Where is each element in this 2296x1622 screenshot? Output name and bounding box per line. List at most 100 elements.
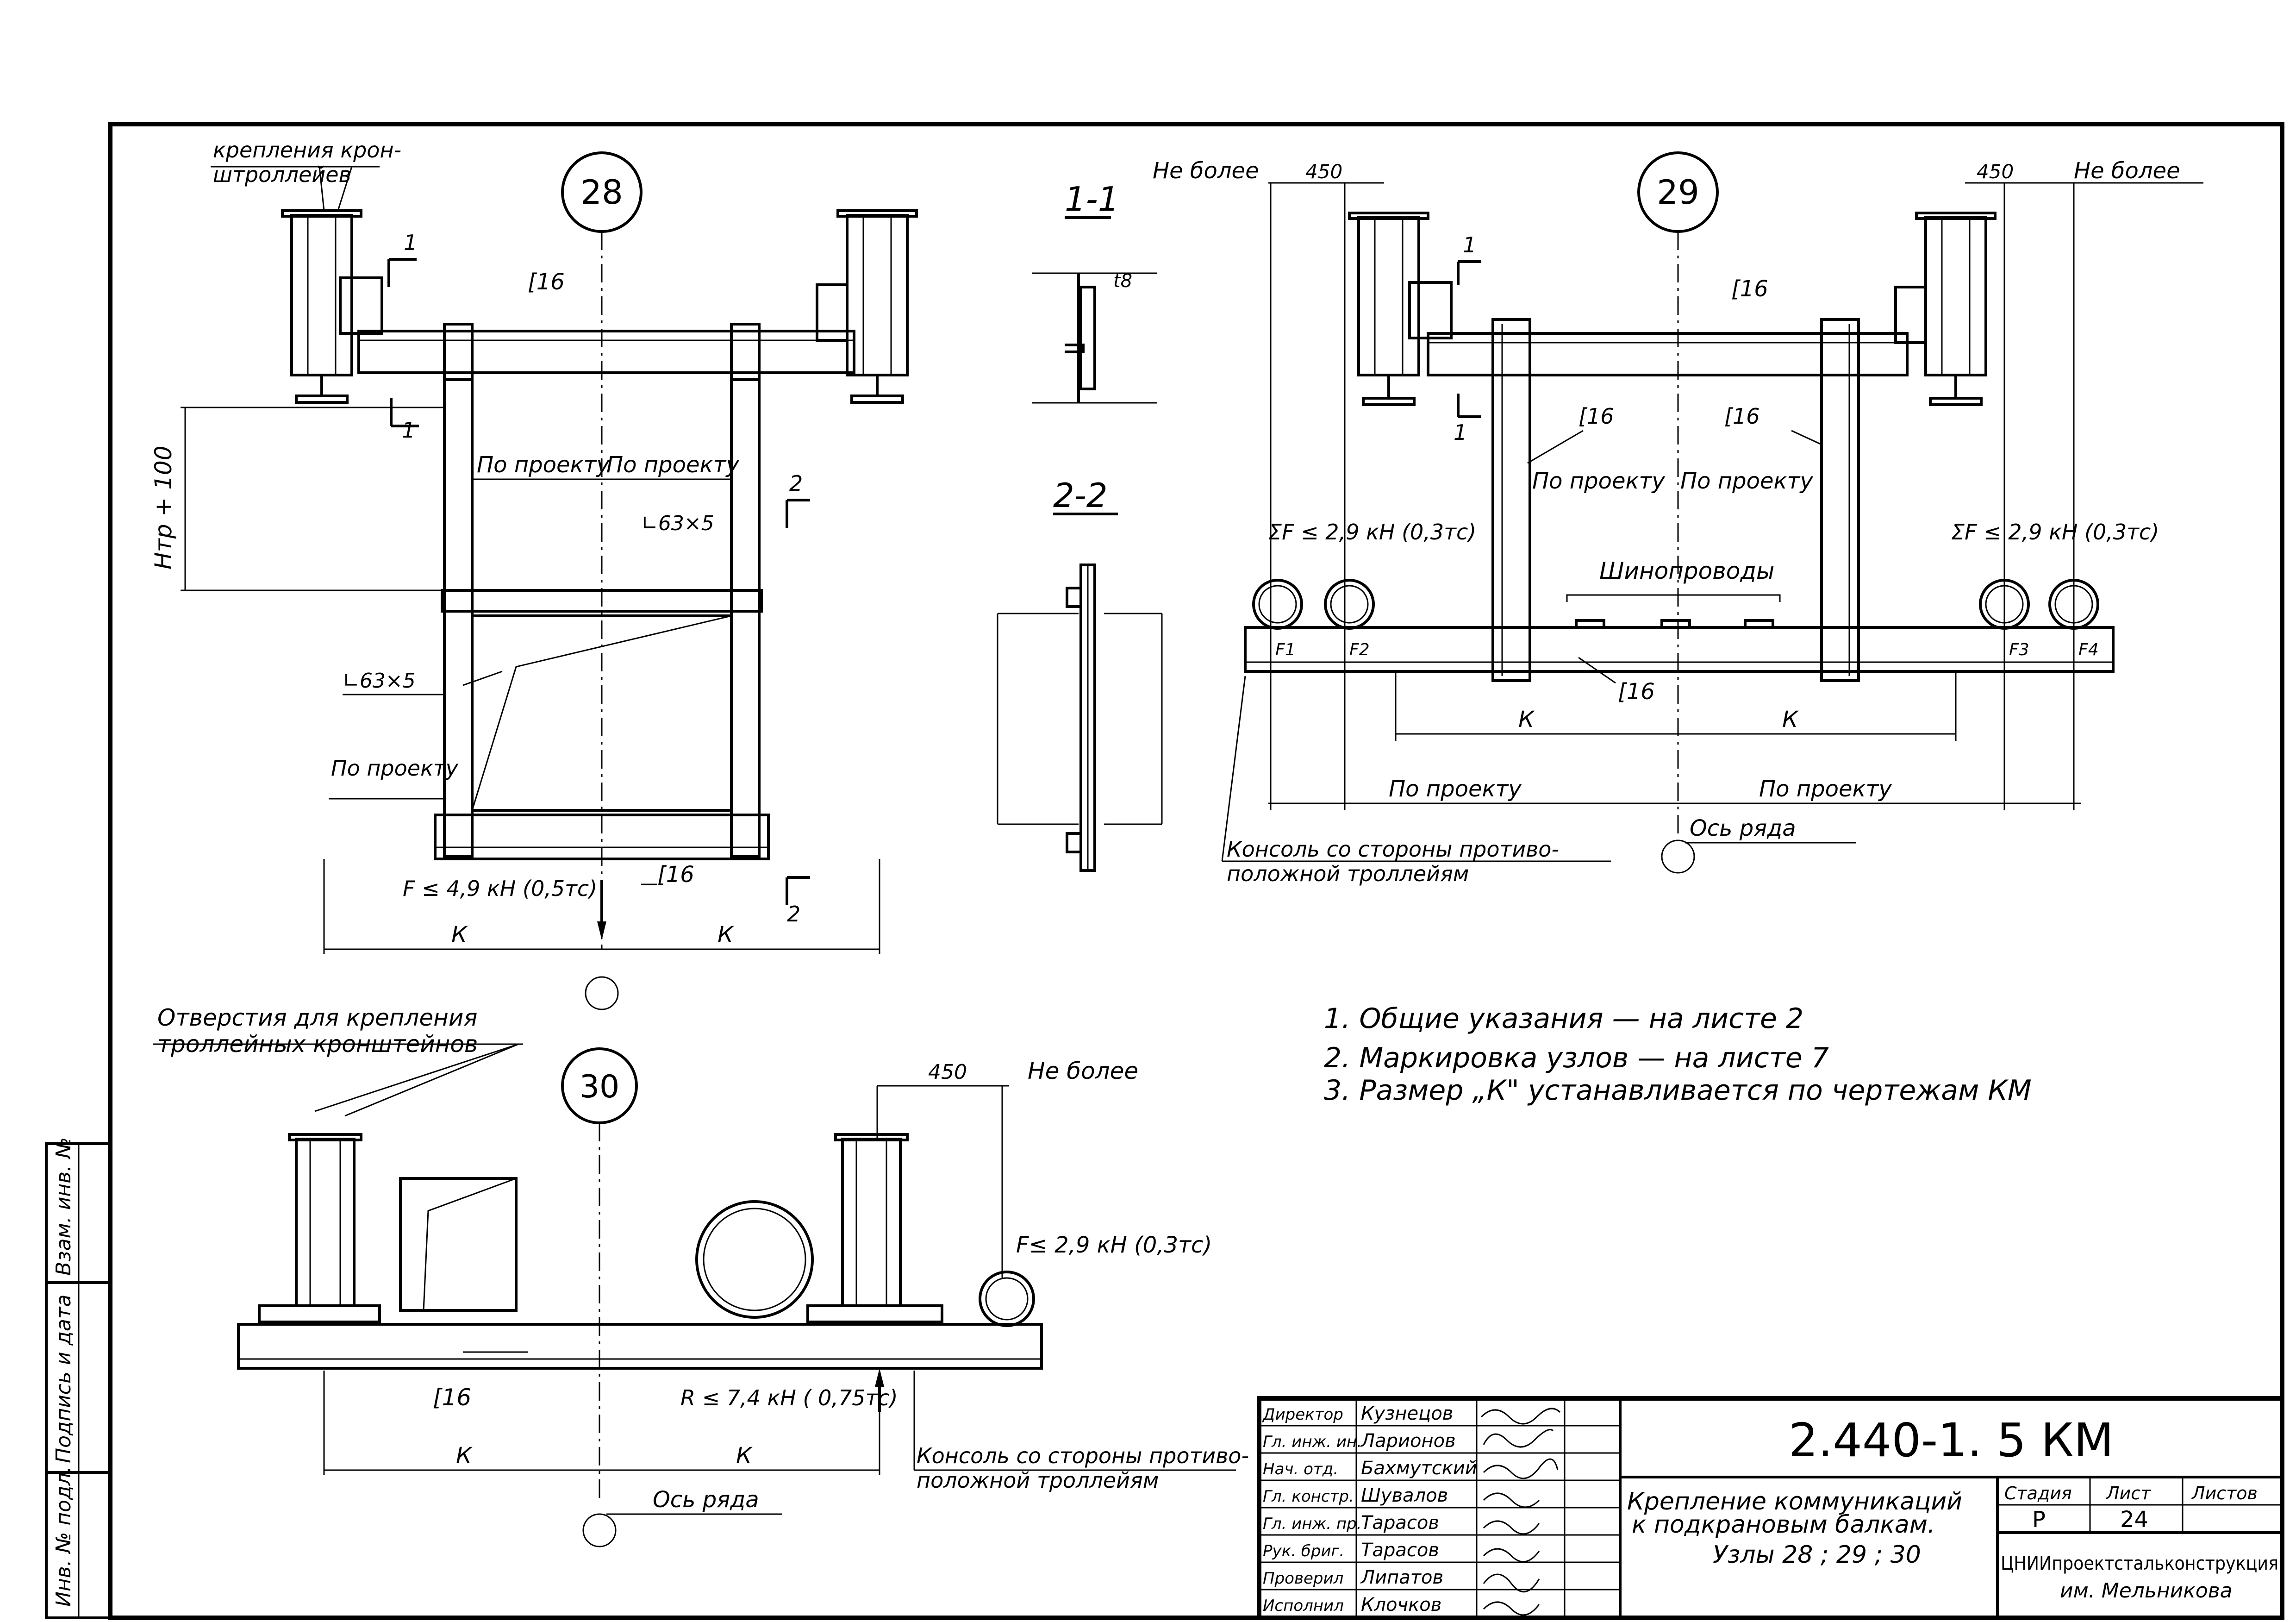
side-stamp-sign-date: Подпись и дата <box>52 1295 75 1463</box>
title-block: Директор Кузнецов Гл. инж. ин. Ларионов … <box>1257 1396 2284 1620</box>
tb-name-7: Клочков <box>1361 1594 1441 1616</box>
tb-title-2: к подкрановым балкам. <box>1632 1511 1935 1539</box>
node-29-no-more-r: Не более <box>2074 158 2180 184</box>
node-29-sec1-top: 1 <box>1463 232 1476 257</box>
node-28-height-dim: Hтр + 100 <box>150 445 177 570</box>
node-28-k-left: К <box>451 922 468 948</box>
section-2-2: 2-2 <box>997 476 1163 872</box>
tb-name-4: Тарасов <box>1361 1512 1439 1534</box>
node-29-sumf-r: ΣF ≤ 2,9 кН (0,3тс) <box>1951 520 2159 545</box>
tb-stage-value: Р <box>2032 1507 2046 1533</box>
node-29-f3: F3 <box>2009 640 2029 659</box>
node-30-dim450: 450 <box>928 1060 967 1084</box>
node-28-load: F ≤ 4,9 кН (0,5тс) <box>403 876 597 901</box>
node-29-f2: F2 <box>1349 640 1370 659</box>
note-1: 1. Общие указания — на листе 2 <box>1324 1002 1803 1035</box>
node-30-channel: [16 <box>433 1384 471 1411</box>
node-29-no-more-l: Не более <box>1153 158 1259 184</box>
node-28-angle1: ∟63×5 <box>641 512 714 535</box>
tb-name-5: Тарасов <box>1361 1540 1439 1561</box>
node-29-f1: F1 <box>1275 640 1296 659</box>
node-28-sec1-top: 1 <box>404 230 417 255</box>
node-29-per-project-l: По проекту <box>1532 468 1665 494</box>
side-stamp-inv-orig: Инв. № подл. <box>52 1466 75 1607</box>
node-30-no-more: Не более <box>1028 1058 1138 1084</box>
node-29-proj-r: По проекту <box>1759 776 1892 802</box>
node-30-k-left: К <box>456 1443 473 1469</box>
node-29-sumf-l: ΣF ≤ 2,9 кН (0,3тс) <box>1268 520 1476 545</box>
tb-role-4: Гл. инж. пр. <box>1263 1515 1361 1533</box>
tb-role-1: Гл. инж. ин. <box>1263 1433 1362 1451</box>
node-29-axis: Ось ряда <box>1690 815 1796 841</box>
node-29-console: Консоль со стороны противо-положной трол… <box>1227 837 1559 886</box>
node-28-view: 28 <box>150 138 918 1010</box>
tb-org-2: им. Мельникова <box>2060 1579 2233 1603</box>
node-28-angle2: ∟63×5 <box>343 669 416 693</box>
node-29-channel-bottom: [16 <box>1618 679 1655 705</box>
node-28-per-project-b: По проекту <box>331 756 459 781</box>
node-29-per-project-r: По проекту <box>1680 468 1813 494</box>
node-28-channel-bottom: [16 <box>657 862 694 888</box>
tb-sheet-value: 24 <box>2120 1507 2148 1533</box>
tb-title-3: Узлы 28 ; 29 ; 30 <box>1713 1541 1921 1569</box>
tb-name-2: Бахмутский <box>1361 1458 1477 1479</box>
side-stamp: Взам. инв. № Подпись и дата Инв. № подл. <box>45 1137 112 1619</box>
node-30-k-right: К <box>736 1443 753 1469</box>
node-28-bubble-label: 28 <box>580 173 623 212</box>
tb-role-0: Директор <box>1262 1405 1343 1424</box>
section-1-1: 1-1 t8 <box>1032 180 1157 404</box>
node-28-channel-top: [16 <box>528 269 565 295</box>
node-29-busbars: Шинопроводы <box>1599 557 1774 584</box>
section-1-1-title: 1-1 <box>1065 180 1119 219</box>
tb-role-6: Проверил <box>1263 1569 1343 1588</box>
tb-name-6: Липатов <box>1360 1567 1443 1588</box>
node-29-view: 29 <box>1153 151 2203 886</box>
node-29-dim450-r: 450 <box>1977 160 2014 183</box>
node-30-view: 30 <box>153 1004 1249 1547</box>
tb-role-5: Рук. бриг. <box>1263 1542 1344 1560</box>
node-29-dim450-l: 450 <box>1305 160 1342 183</box>
node-28-per-project-r: По проекту <box>606 452 739 478</box>
tb-sheet-label: Лист <box>2105 1483 2152 1503</box>
signature-scribbles <box>1480 1408 1561 1616</box>
tb-name-3: Шувалов <box>1361 1485 1448 1506</box>
node-28-per-project-l: По проекту <box>477 452 610 478</box>
node-28-sec2-bot: 2 <box>787 902 800 927</box>
tb-stage-label: Стадия <box>2004 1483 2072 1503</box>
tb-name-1: Ларионов <box>1360 1430 1456 1452</box>
node-28-sec1-bot: 1 <box>402 418 415 443</box>
node-29-f4: F4 <box>2078 640 2099 659</box>
tb-role-7: Исполнил <box>1263 1597 1344 1615</box>
node-28-note-mount: крепления крон-штроллейев <box>213 138 401 187</box>
node-29-post-r: [16 <box>1724 404 1759 429</box>
node-30-console: Консоль со стороны противо-положной трол… <box>917 1443 1249 1493</box>
node-28-sec2-top: 2 <box>789 471 803 496</box>
node-30-bubble-label: 30 <box>580 1069 620 1105</box>
node-30-reaction: R ≤ 7,4 кН ( 0,75тс) <box>680 1385 898 1410</box>
node-29-post-l: [16 <box>1578 404 1614 429</box>
tb-role-2: Нач. отд. <box>1263 1460 1338 1478</box>
node-29-sec1-bot: 1 <box>1454 420 1467 445</box>
general-notes: 1. Общие указания — на листе 2 2. Маркир… <box>1324 1002 2032 1107</box>
node-30-axis: Ось ряда <box>653 1487 759 1513</box>
node-29-k-right: К <box>1782 707 1799 733</box>
tb-name-0: Кузнецов <box>1361 1403 1453 1424</box>
section-1-1-t8: t8 <box>1113 270 1132 292</box>
node-28-k-right: К <box>718 922 734 948</box>
node-30-load: F≤ 2,9 кН (0,3тс) <box>1016 1232 1212 1258</box>
node-29-channel-top: [16 <box>1731 276 1768 302</box>
node-29-proj-l: По проекту <box>1389 776 1522 802</box>
node-29-k-left: К <box>1518 707 1535 733</box>
sheet-frame <box>108 122 2284 1620</box>
tb-title-1: Крепление коммуникаций <box>1627 1488 1962 1516</box>
tb-org-1: ЦНИИпроектстальконструкция <box>2001 1553 2278 1574</box>
node-29-bubble-label: 29 <box>1657 173 1699 212</box>
tb-sheets-label: Листов <box>2191 1483 2258 1503</box>
note-2: 2. Маркировка узлов — на листе 7 <box>1324 1042 1829 1074</box>
tb-code: 2.440-1. 5 КМ <box>1789 1413 2114 1467</box>
tb-role-3: Гл. констр. <box>1263 1487 1354 1506</box>
note-3: 3. Размер „К" устанавливается по чертежа… <box>1324 1074 2032 1107</box>
side-stamp-vzam-inv: Взам. инв. № <box>52 1137 75 1276</box>
